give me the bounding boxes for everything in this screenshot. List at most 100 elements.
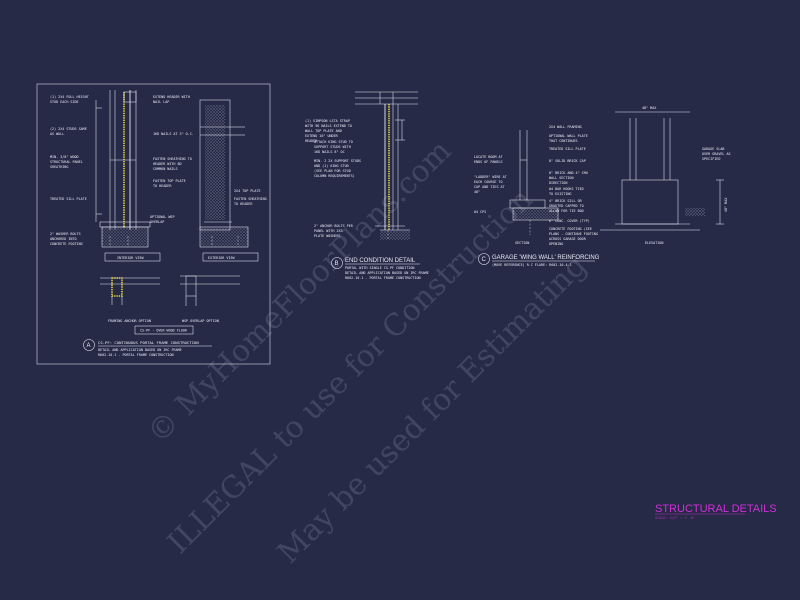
note: 16D NAILS 8" OC [314, 150, 345, 154]
detail-b-badge-circle [331, 257, 343, 269]
detail-a: INTERIOR VIEW EXTERIOR VIEW (1) 2X4 FULL… [36, 83, 271, 365]
exterior-view-drawing [199, 99, 259, 262]
note: FASTEN SHEATHING TO [153, 157, 192, 161]
note: 8" BRICK AND 4" CMU [549, 171, 588, 175]
note: TREATED SILL PLATE [549, 147, 586, 151]
note: TO EXISTING [549, 192, 571, 196]
note: 4" BRICK SILL OR [549, 199, 583, 203]
note: PLATE WASHERS [314, 234, 341, 238]
note: (1) 2X4 FULL HEIGHT [50, 95, 89, 99]
detail-c-title: GARAGE 'WING WALL' REINFORCING [492, 255, 600, 261]
section-drawing [509, 130, 559, 235]
note: NAIL LAP [153, 100, 169, 104]
detail-a-badge-circle [83, 339, 95, 351]
note: TO HEADER [234, 202, 253, 206]
elevation-dim-side: 48" MAX [724, 197, 728, 212]
note: 8" SOLID BRICK CAP [549, 159, 586, 163]
note: CONCRETE FOOTING (SEE [549, 227, 592, 231]
note: 2X4 TOP PLATE [234, 189, 261, 193]
detail-c-notes-left: LOCATE BOOM AT ENDS OF PANELS "LADDER" W… [474, 155, 507, 214]
note: TO HEADER [153, 184, 172, 188]
note: OVERLAP [150, 220, 164, 224]
note: #4 CPS [474, 210, 486, 214]
note: OPENING [549, 242, 563, 246]
sheet-title: STRUCTURAL DETAILS [655, 503, 777, 515]
detail-c-badge-circle [478, 253, 490, 265]
detail-b: (1) SIMPSON LSTA STRAP WITH 9D NAILS EXT… [305, 91, 429, 280]
note: MIN. 3/8" WOOD [50, 155, 79, 159]
note: EXTEND 16" UNDER [305, 134, 339, 138]
note: LOCATE BOOM AT [474, 155, 503, 159]
detail-c-notes-mid: 2X4 WALL FRAMING OPTIONAL WALL PLATE THA… [549, 125, 598, 246]
note: WALL SECTION [549, 176, 574, 180]
detail-a-title: CS-PF: CONTINUOUS PORTAL FRAME CONSTRUCT… [98, 340, 199, 345]
note: OPTIONAL WALL PLATE [549, 134, 588, 138]
note: #4 BAR HOOKS TIED [549, 187, 584, 191]
elevation-label: ELEVATION [645, 241, 663, 245]
detail-b-subtitle-2: DETAIL AND APPLICATION BASED ON IRC FRAM… [345, 271, 429, 275]
note: 16D NAILS AT 3" O.C. [153, 132, 194, 136]
detail-b-notes: (1) SIMPSON LSTA STRAP WITH 9D NAILS EXT… [305, 119, 361, 238]
sheet-scale: SCALE: 1/2" = 1'-0" [655, 516, 695, 520]
note: ATTACH KING STUD TO [314, 140, 353, 144]
wsp-overlap-option-drawing [180, 275, 240, 306]
note: "LADDER" WIRE AT [474, 175, 507, 179]
note: ACROSS GARAGE DOOR [549, 237, 587, 241]
note: AND (1) KING STUD [314, 164, 349, 168]
detail-b-badge: B [335, 261, 339, 267]
note: AS WALL [50, 132, 64, 136]
detail-a-subtitle-2: R602.10.1 - PORTAL FRAME CONSTRUCTION [98, 353, 174, 357]
detail-b-subtitle-1: PORTAL WITH SINGLE CS-PF CONDITION [345, 266, 414, 270]
note: EACH COURSE TO [474, 180, 503, 184]
detail-a-notes-left: (1) 2X4 FULL HEIGHT STUD EACH SIDE (2) 2… [50, 95, 89, 246]
detail-a-notes-mid: EXTEND HEADER WITH NAIL LAP 16D NAILS AT… [153, 95, 194, 188]
wsp-overlap-option-label: WSP OVERLAP OPTION [182, 319, 219, 323]
note: SHEATHING [50, 165, 68, 169]
framing-anchor-option-label: FRAMING ANCHOR OPTION [108, 319, 151, 323]
interior-view-label: INTERIOR VIEW [117, 256, 144, 260]
framing-anchor-option-drawing [100, 277, 160, 305]
detail-c-badge: C [482, 257, 487, 263]
note: SUPPORT STUDS WITH [314, 145, 351, 149]
interior-view-drawing [95, 90, 161, 262]
note: PANEL WITH 2X3 [314, 229, 343, 233]
note: ALLOW FOR TIE BOD [549, 209, 584, 213]
note: STRUCTURAL PANEL [50, 160, 83, 164]
note: THAT CONTINUES [549, 139, 578, 143]
detail-a-frame [36, 83, 271, 365]
note: CAP AND TIES AT [474, 185, 505, 189]
note: GARAGE SLAB [702, 147, 724, 151]
note: HEADER [305, 139, 318, 143]
note: ANCHORED INTO [50, 237, 77, 241]
note: 48" [474, 190, 480, 194]
detail-c-notes-right: GARAGE SLAB OVER GRAVEL AS SPECIFIED [702, 147, 731, 161]
note: COLUMN REQUIREMENTS) [314, 174, 355, 178]
note: (SEE PLAN FOR STUD [314, 169, 351, 173]
note: MIN. 2 2X SUPPORT STUDS [314, 159, 361, 163]
note: TREATED SILL PLATE [50, 197, 87, 201]
detail-a-subtitle-1: DETAIL AND APPLICATION BASED ON IRC FRAM… [98, 348, 182, 352]
note: 6" CONC. COVER (TYP) [549, 219, 590, 223]
detail-a-badge: A [87, 343, 91, 349]
elevation-dim-top: 48" MAX [642, 106, 657, 110]
note: PLANS - CONTINUE FOOTING [549, 232, 598, 236]
elevation-drawing [600, 111, 724, 231]
detail-b-title: END CONDITION DETAIL [345, 258, 416, 264]
note: OPTIONAL WSP [150, 215, 175, 219]
note: OVER GRAVEL AS [702, 152, 731, 156]
exterior-view-label: EXTERIOR VIEW [208, 256, 235, 260]
note: WITH 9D NAILS EXTEND TO [305, 124, 352, 128]
note: STUD EACH SIDE [50, 100, 79, 104]
note: (1) SIMPSON LSTA STRAP [305, 119, 350, 123]
note: 2" WASHER BOLTS [50, 232, 81, 236]
note: GROUTED CAPPED TO [549, 204, 584, 208]
note: DIRECTION [549, 181, 567, 185]
detail-c: SECTION 48" MAX 48" MAX ELEVATION LOCATE… [474, 106, 731, 267]
note: (2) 2X4 STUDS SAME [50, 127, 87, 131]
note: CONCRETE FOOTING [50, 242, 83, 246]
floor-tag-box [134, 325, 194, 335]
section-label: SECTION [515, 241, 529, 245]
note: SPECIFIED [702, 157, 720, 161]
detail-b-subtitle-3: R602.10.1 - PORTAL FRAME CONSTRUCTION [345, 276, 421, 280]
